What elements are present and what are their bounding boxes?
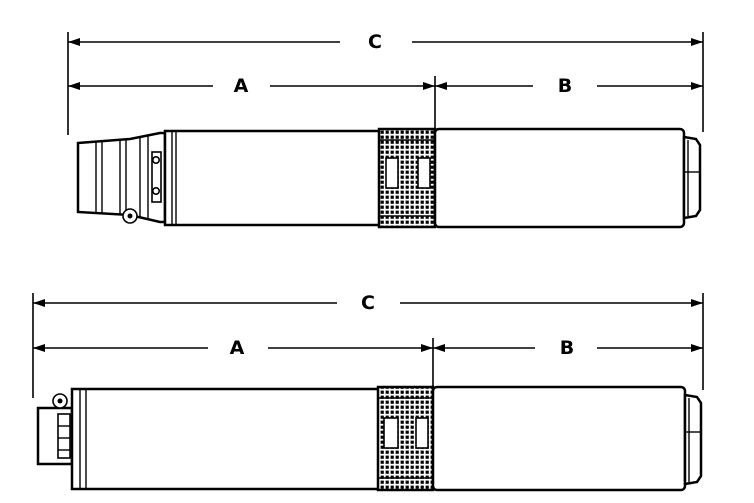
upper-label-a: A xyxy=(234,75,249,97)
lower-pump xyxy=(36,385,703,492)
lower-diagram: C A B xyxy=(32,292,704,492)
upper-label-c: C xyxy=(368,31,382,53)
lower-dimension-a: A xyxy=(33,337,434,388)
lower-label-c: C xyxy=(361,292,375,314)
upper-dimension-b: B xyxy=(435,75,703,97)
lower-dimension-c: C xyxy=(32,292,704,398)
upper-dimension-a: A xyxy=(68,75,436,128)
upper-dimension-c: C xyxy=(67,31,704,135)
lower-dimension-b: B xyxy=(433,337,703,359)
upper-pump xyxy=(76,127,702,229)
lower-label-b: B xyxy=(560,337,574,359)
lower-label-a: A xyxy=(230,337,245,359)
upper-diagram: C A B xyxy=(67,31,704,229)
upper-label-b: B xyxy=(558,75,572,97)
